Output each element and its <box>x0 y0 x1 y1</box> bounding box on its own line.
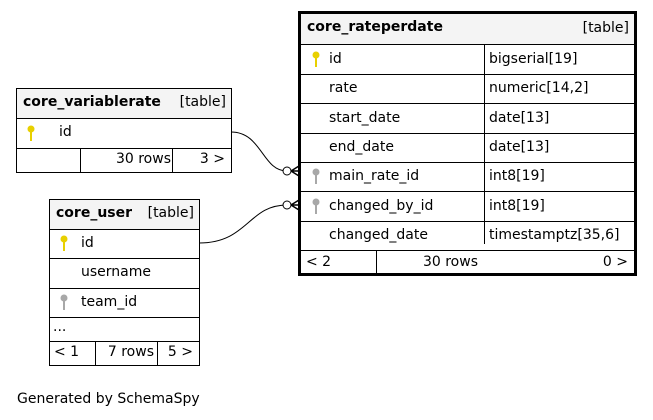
foreign-key-icon <box>312 198 320 214</box>
footer-divider <box>172 149 173 172</box>
table-header: core_variablerate [table] <box>17 89 231 118</box>
table-name: core_user <box>56 205 133 221</box>
column-name: start_date <box>329 110 401 126</box>
column-type: date[13] <box>489 110 550 126</box>
table-core-variablerate[interactable]: core_variablerate [table] id 30 rows 3 > <box>16 88 232 173</box>
column-row-username[interactable]: username <box>50 258 199 288</box>
column-type: timestamptz[35,6] <box>489 227 620 243</box>
primary-key-icon <box>27 125 35 141</box>
column-name: changed_date <box>329 227 428 243</box>
foreign-key-icon <box>60 294 68 310</box>
more-columns-row[interactable]: ... <box>50 317 199 341</box>
foreign-key-icon <box>312 168 320 184</box>
footer-divider <box>376 251 377 276</box>
column-row-team-id[interactable]: team_id <box>50 288 199 317</box>
column-type: date[13] <box>489 139 550 155</box>
column-type: bigserial[19] <box>489 51 578 67</box>
column-name: end_date <box>329 139 394 155</box>
footer-divider <box>157 342 158 365</box>
column-row-id[interactable]: id <box>17 118 231 148</box>
row-count: 30 rows <box>115 151 171 167</box>
link-end-circle <box>282 200 292 210</box>
column-name: id <box>59 124 72 140</box>
column-type: int8[19] <box>489 198 545 214</box>
column-name: main_rate_id <box>329 168 420 184</box>
table-core-user[interactable]: core_user [table] id username team_id ..… <box>49 199 200 366</box>
footer-divider <box>95 342 96 365</box>
column-row-changed-date[interactable]: changed_date timestamptz[35,6] <box>301 221 634 250</box>
column-type: numeric[14,2] <box>489 80 589 96</box>
column-row-end-date[interactable]: end_date date[13] <box>301 133 634 162</box>
crowfoot-icon <box>290 165 300 177</box>
table-kind: [table] <box>582 20 629 36</box>
column-name: id <box>329 51 342 67</box>
table-name: core_rateperdate <box>307 19 443 35</box>
table-name: core_variablerate <box>23 94 161 110</box>
children-count[interactable]: 3 > <box>199 151 225 167</box>
column-row-id[interactable]: id bigserial[19] <box>301 44 634 74</box>
table-core-rateperdate[interactable]: core_rateperdate [table] id bigserial[19… <box>298 11 637 276</box>
table-kind: [table] <box>179 94 226 110</box>
column-name: rate <box>329 80 358 96</box>
children-count[interactable]: 0 > <box>602 254 628 270</box>
primary-key-icon <box>312 51 320 67</box>
table-footer: < 2 30 rows 0 > <box>301 250 634 276</box>
table-header: core_rateperdate [table] <box>301 14 634 44</box>
parents-count[interactable]: < 1 <box>54 344 80 360</box>
column-row-id[interactable]: id <box>50 229 199 258</box>
children-count[interactable]: 5 > <box>167 344 193 360</box>
column-row-changed-by-id[interactable]: changed_by_id int8[19] <box>301 191 634 221</box>
column-name: changed_by_id <box>329 198 434 214</box>
parents-count[interactable]: < 2 <box>306 254 332 270</box>
link-user-to-changed-by-id <box>198 204 288 244</box>
ellipsis: ... <box>53 319 67 335</box>
column-row-start-date[interactable]: start_date date[13] <box>301 103 634 133</box>
row-count: 30 rows <box>422 254 478 270</box>
column-divider <box>484 44 485 244</box>
generator-credit: Generated by SchemaSpy <box>17 391 200 407</box>
footer-divider <box>80 149 81 172</box>
row-count: 7 rows <box>107 344 154 360</box>
primary-key-icon <box>60 235 68 251</box>
table-kind: [table] <box>147 205 194 221</box>
table-footer: 30 rows 3 > <box>17 148 231 172</box>
column-type: int8[19] <box>489 168 545 184</box>
column-row-main-rate-id[interactable]: main_rate_id int8[19] <box>301 162 634 191</box>
column-name: username <box>81 264 151 280</box>
table-header: core_user [table] <box>50 200 199 229</box>
column-name: team_id <box>81 294 138 310</box>
column-row-rate[interactable]: rate numeric[14,2] <box>301 74 634 103</box>
table-footer: < 1 7 rows 5 > <box>50 341 199 365</box>
crowfoot-icon <box>290 199 300 211</box>
column-name: id <box>81 235 94 251</box>
link-variablerate-to-main-rate-id <box>230 131 288 172</box>
link-end-circle <box>282 166 292 176</box>
